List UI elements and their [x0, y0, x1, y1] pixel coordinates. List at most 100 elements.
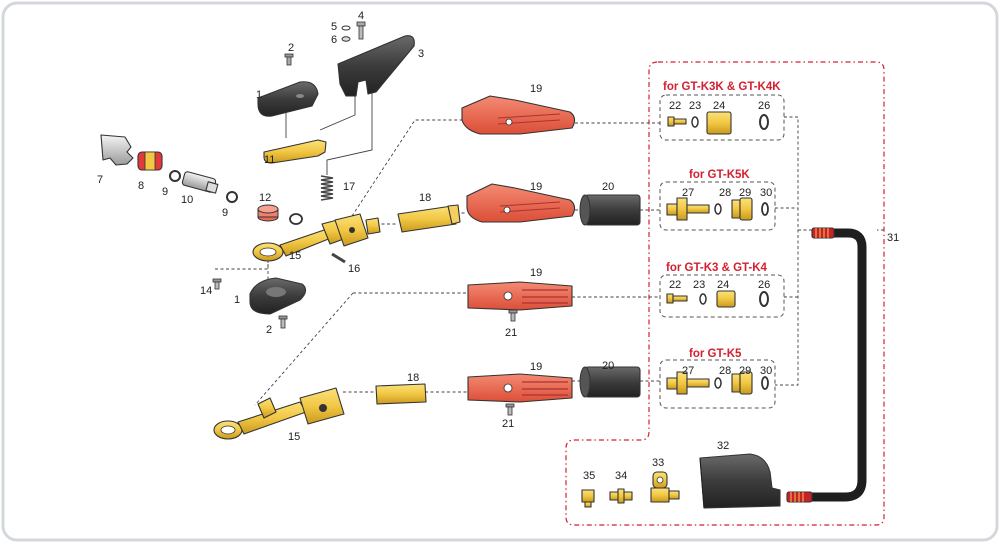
part-6-washer [341, 36, 351, 42]
label-22a: 22 [669, 100, 681, 112]
part-2-screw-b [278, 315, 288, 329]
part-24-nut-b [716, 290, 736, 308]
group-box-k3-k4 [659, 274, 785, 318]
part-2-screw [284, 53, 294, 66]
part-30-washer-a [761, 202, 769, 216]
label-3: 3 [418, 48, 424, 60]
label-2: 2 [288, 42, 294, 54]
part-ring [289, 213, 303, 225]
label-16: 16 [348, 263, 360, 275]
part-1-top-cover [257, 81, 319, 117]
label-26a: 26 [758, 100, 770, 112]
part-23-o-ring-b [699, 293, 707, 305]
label-31: 31 [887, 232, 899, 244]
part-11-lever [263, 139, 327, 164]
group-header-k5: for GT-K5 [689, 348, 742, 360]
label-32: 32 [717, 440, 729, 452]
label-1b: 1 [234, 294, 240, 306]
label-2b: 2 [266, 324, 272, 336]
label-20a: 20 [602, 181, 614, 193]
part-26-washer-b [759, 291, 769, 307]
label-10: 10 [181, 194, 193, 206]
part-18-sleeve-upper [397, 204, 461, 233]
label-27a: 27 [682, 187, 694, 199]
group-box-k3k-k4k [659, 94, 785, 141]
label-9: 9 [162, 186, 168, 198]
label-24b: 24 [717, 279, 729, 291]
label-23a: 23 [689, 100, 701, 112]
label-21b: 21 [502, 418, 514, 430]
label-20b: 20 [602, 360, 614, 372]
label-34: 34 [615, 470, 627, 482]
part-7-key-plate [100, 134, 134, 166]
label-29a: 29 [739, 187, 751, 199]
label-19d: 19 [530, 361, 542, 373]
part-8-red-cap [137, 151, 163, 171]
group-header-k5k: for GT-K5K [689, 169, 750, 181]
part-32-regulator [699, 453, 781, 509]
label-21a: 21 [505, 327, 517, 339]
group-header-k3k-k4k: for GT-K3K & GT-K4K [663, 81, 781, 93]
leader-lines [215, 116, 884, 406]
part-26-washer-a [759, 114, 769, 130]
part-10-pin [181, 171, 219, 194]
part-9-o-ring [169, 170, 181, 182]
label-1: 1 [256, 89, 262, 101]
part-18-sleeve-lower [375, 383, 427, 405]
label-35: 35 [583, 470, 595, 482]
label-12: 12 [259, 192, 271, 204]
part-27-adapter-b [666, 371, 710, 395]
part-24-nut-a [706, 111, 732, 135]
label-28a: 28 [719, 187, 731, 199]
part-29-nut-a [731, 197, 753, 221]
part-19-red-handle-a [461, 95, 576, 135]
part-34-nipple [609, 488, 633, 504]
part-19-red-handle-b [466, 183, 576, 223]
label-4: 4 [358, 10, 364, 22]
label-18b: 18 [407, 372, 419, 384]
part-33-elbow [650, 471, 680, 503]
label-15b: 15 [288, 431, 300, 443]
label-26b: 26 [758, 279, 770, 291]
label-30b: 30 [760, 365, 772, 377]
label-18: 18 [419, 192, 431, 204]
kit-boundary [565, 61, 885, 526]
assembly-lines [285, 88, 373, 175]
part-30-washer-b [761, 376, 769, 390]
part-16-pin [331, 252, 346, 264]
part-21-screw-b [505, 403, 515, 416]
label-23b: 23 [693, 279, 705, 291]
part-3-handle-grip [337, 35, 415, 97]
part-19-red-handle-c [467, 281, 573, 311]
part-27-adapter-a [666, 197, 710, 221]
label-17: 17 [343, 181, 355, 193]
label-15: 15 [289, 250, 301, 262]
label-28b: 28 [719, 365, 731, 377]
part-19-red-handle-d [467, 373, 573, 403]
part-21-screw-a [508, 309, 518, 322]
part-35-plug [581, 489, 595, 508]
part-28-o-ring-b [714, 377, 722, 389]
part-20-tube-b [579, 366, 641, 398]
label-9b: 9 [222, 207, 228, 219]
part-22-fitting-b [666, 293, 688, 304]
label-19b: 19 [530, 181, 542, 193]
label-30a: 30 [760, 187, 772, 199]
part-28-o-ring-a [714, 203, 722, 215]
label-24a: 24 [713, 100, 725, 112]
label-19a: 19 [530, 83, 542, 95]
part-15-body-upper [252, 213, 381, 262]
part-12-red-clip [257, 204, 279, 222]
part-17-spring [320, 175, 334, 201]
part-14-screw [212, 278, 222, 290]
label-14: 14 [200, 285, 212, 297]
part-20-tube-a [579, 194, 641, 226]
label-19c: 19 [530, 267, 542, 279]
part-4-bolt [356, 21, 366, 40]
label-22b: 22 [669, 279, 681, 291]
part-29-nut-b [731, 371, 753, 395]
part-9-o-ring-b [226, 191, 238, 203]
